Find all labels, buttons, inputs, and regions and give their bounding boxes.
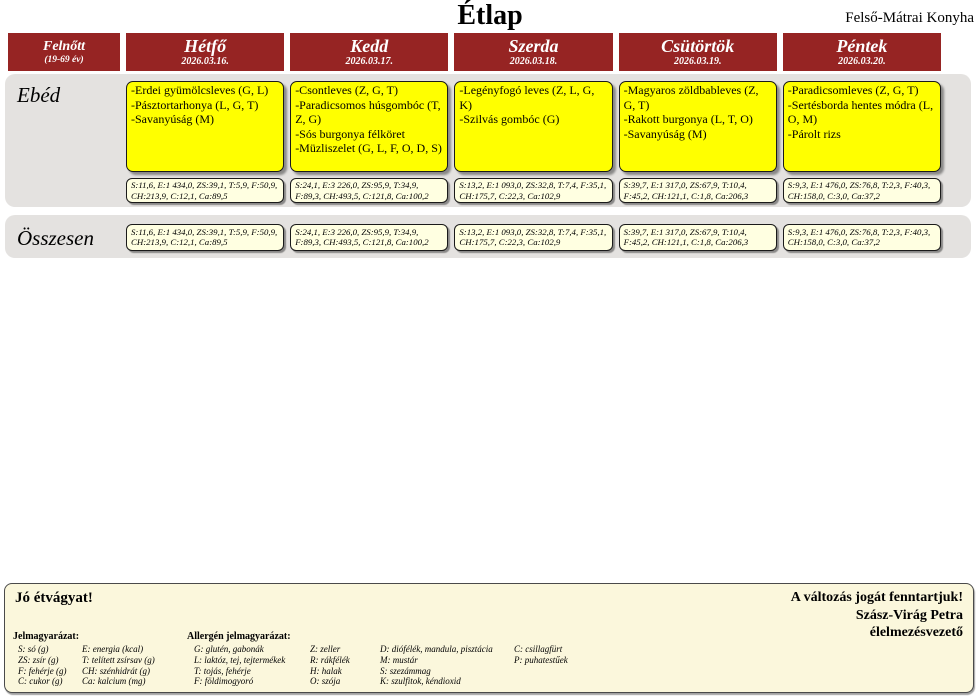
nutrition-box: S:13,2, E:1 093,0, ZS:32,8, T:7,4, F:35,… (454, 178, 613, 203)
day-date: 2026.03.19. (673, 56, 722, 67)
allergen-column-4: C: csillagfürt P: puhatestűek (514, 644, 568, 665)
day-header-thursday: Csütörtök 2026.03.19. (618, 33, 777, 71)
legend-column-nutrients-2: E: energia (kcal) T: telített zsírsav (g… (82, 644, 155, 687)
day-date: 2026.03.17. (345, 56, 394, 67)
kitchen-name: Felső-Mátrai Konyha (845, 10, 974, 26)
nutrition-box: S:24,1, E:3 226,0, ZS:95,9, T:34,9, F:89… (290, 178, 449, 203)
nutrition-box: S:39,7, E:1 317,0, ZS:67,9, T:10,4, F:45… (618, 178, 777, 203)
day-name: Szerda (508, 36, 559, 56)
day-date: 2026.03.18. (509, 56, 558, 67)
day-header-row: Felnőtt (19-69 év) Hétfő 2026.03.16. Ked… (8, 33, 941, 71)
greeting-text: Jó étvágyat! (15, 590, 93, 606)
day-date: 2026.03.16. (181, 56, 229, 67)
total-nutrition-friday: S:9,3, E:1 476,0, ZS:76,8, T:2,3, F:40,3… (782, 223, 941, 251)
menu-box: -Magyaros zöldbableves (Z, G, T) -Rakott… (618, 81, 777, 172)
lunch-column-tuesday: -Csontleves (Z, G, T) -Paradicsomos húsg… (290, 81, 449, 203)
lunch-column-friday: -Paradicsomleves (Z, G, T) -Sertésborda … (782, 81, 941, 203)
signature-name: Szász-Virág Petra (855, 607, 963, 623)
rights-reserved-text: A változás jogát fenntartjuk! (790, 590, 963, 605)
day-header-friday: Péntek 2026.03.20. (782, 33, 941, 71)
nutrition-box: S:11,6, E:1 434,0, ZS:39,1, T:5,9, F:50,… (126, 178, 285, 203)
allergen-column-3: D: diófélék, mandula, pisztácia M: mustá… (380, 644, 493, 687)
total-nutrition-wednesday: S:13,2, E:1 093,0, ZS:32,8, T:7,4, F:35,… (454, 223, 613, 251)
total-row: Összesen S:11,6, E:1 434,0, ZS:39,1, T:5… (5, 215, 971, 258)
nutrition-box: S:9,3, E:1 476,0, ZS:76,8, T:2,3, F:40,3… (782, 178, 941, 203)
footer-box: Jó étvágyat! A változás jogát fenntartju… (4, 583, 974, 693)
day-name: Kedd (350, 36, 389, 56)
allergen-legend-title: Allergén jelmagyarázat: (187, 631, 291, 642)
menu-box: -Csontleves (Z, G, T) -Paradicsomos húsg… (290, 81, 449, 172)
day-name: Hétfő (184, 36, 227, 56)
day-date: 2026.03.20. (838, 56, 886, 67)
allergen-column-2: Z: zeller R: rákfélék H: halak O: szója (310, 644, 350, 687)
page-title: Étlap (457, 0, 523, 31)
total-nutrition-thursday: S:39,7, E:1 317,0, ZS:67,9, T:10,4, F:45… (618, 223, 777, 251)
day-header-monday: Hétfő 2026.03.16. (126, 33, 285, 71)
menu-box: -Paradicsomleves (Z, G, T) -Sertésborda … (782, 81, 941, 172)
day-header-tuesday: Kedd 2026.03.17. (290, 33, 449, 71)
total-nutrition-monday: S:11,6, E:1 434,0, ZS:39,1, T:5,9, F:50,… (126, 223, 285, 251)
menu-box: -Erdei gyümölcsleves (G, L) -Pásztortarh… (126, 81, 285, 172)
lunch-column-monday: -Erdei gyümölcsleves (G, L) -Pásztortarh… (126, 81, 285, 203)
allergen-column-1: G: glutén, gabonák L: laktóz, tej, tejte… (194, 644, 286, 687)
total-label: Összesen (17, 225, 94, 250)
signature-role: élelmezésvezető (869, 625, 963, 640)
age-group-cell: Felnőtt (19-69 év) (8, 33, 120, 71)
day-name: Péntek (836, 36, 888, 56)
signature-block: A változás jogát fenntartjuk! Szász-Virá… (791, 589, 963, 642)
total-nutrition-tuesday: S:24,1, E:3 226,0, ZS:95,9, T:34,9, F:89… (290, 223, 449, 251)
age-group-label: Felnőtt (42, 38, 85, 54)
menu-box: -Legényfogó leves (Z, L, G, K) -Szilvás … (454, 81, 613, 172)
legend-column-nutrients-1: S: só (g) ZS: zsír (g) F: fehérje (g) C:… (18, 644, 67, 687)
legend-title: Jelmagyarázat: (13, 631, 80, 642)
lunch-label: Ebéd (17, 83, 61, 107)
lunch-row: Ebéd -Erdei gyümölcsleves (G, L) -Pászto… (5, 74, 971, 207)
age-group-sublabel: (19-69 év) (44, 54, 84, 65)
lunch-column-wednesday: -Legényfogó leves (Z, L, G, K) -Szilvás … (454, 81, 613, 203)
day-header-wednesday: Szerda 2026.03.18. (454, 33, 613, 71)
day-name: Csütörtök (661, 36, 735, 56)
lunch-column-thursday: -Magyaros zöldbableves (Z, G, T) -Rakott… (618, 81, 777, 203)
